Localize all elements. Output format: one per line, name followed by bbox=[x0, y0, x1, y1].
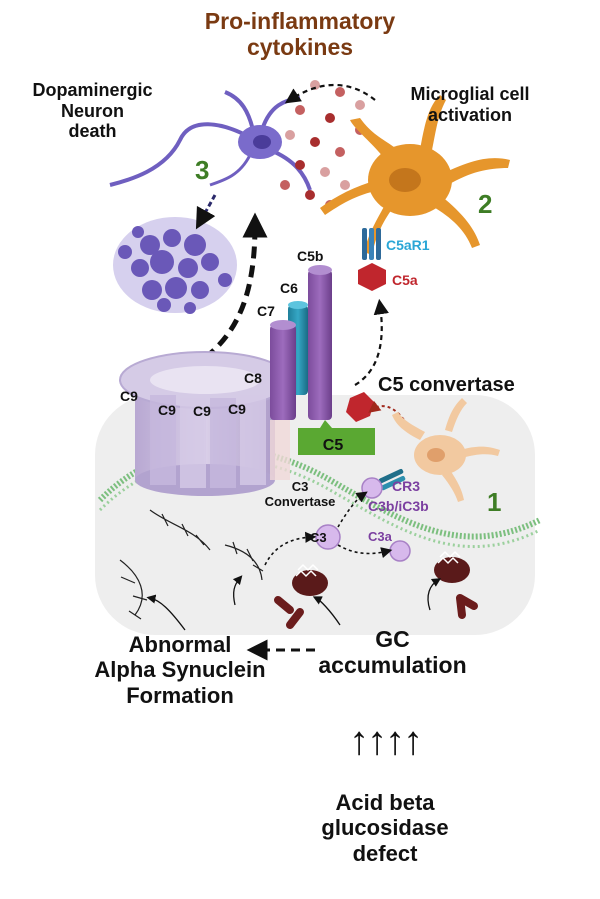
dopaminergic-neuron-icon bbox=[109, 90, 312, 191]
c5ar1-receptor-icon bbox=[362, 228, 381, 260]
c3a-label: C3a bbox=[368, 529, 393, 544]
step-three: 3 bbox=[195, 155, 210, 185]
arrow-c3-to-c3a bbox=[337, 544, 393, 559]
arrow-convertase-to-c5a bbox=[354, 298, 389, 386]
arrow-gc-to-lipid-2 bbox=[312, 596, 341, 626]
c5-convertase-hexagon-icon bbox=[346, 392, 374, 422]
c3b-label: C3b/iC3b bbox=[368, 498, 429, 514]
step-one: 1 bbox=[487, 487, 502, 517]
mac-pore-icon bbox=[119, 351, 291, 496]
c5-molecule-icon bbox=[298, 420, 375, 455]
label-c6: C6 bbox=[280, 280, 298, 296]
label-c9-4: C9 bbox=[228, 401, 246, 417]
cytokine-particles bbox=[280, 80, 365, 210]
arrow-gc-to-fibrils-1 bbox=[146, 594, 186, 631]
alpha-synuclein-fibrils-icon bbox=[119, 509, 264, 620]
arrow-mac-to-neuron bbox=[203, 212, 268, 360]
arrow-neuron-to-debris bbox=[195, 194, 217, 230]
label-c9-3: C9 bbox=[193, 403, 211, 419]
arrow-gc-to-lipid bbox=[427, 578, 442, 611]
c5-label: C5 bbox=[323, 437, 344, 454]
label-c5-convertase: C5 convertase bbox=[378, 374, 515, 396]
c5ar1-label: C5aR1 bbox=[386, 237, 430, 253]
c5a-molecule-icon bbox=[358, 263, 386, 291]
glucosylceramide-icon-2 bbox=[434, 550, 478, 619]
step-two: 2 bbox=[478, 189, 493, 219]
c5b-c8-complex-icon bbox=[270, 265, 332, 480]
c5a-label: C5a bbox=[392, 272, 418, 288]
c3a-molecule-icon bbox=[389, 540, 411, 562]
label-c5b: C5b bbox=[297, 248, 324, 264]
neuron-debris-icon bbox=[113, 217, 237, 314]
glucosylceramide-icon-1 bbox=[274, 563, 328, 629]
label-c9-1: C9 bbox=[120, 388, 138, 404]
label-c9-2: C9 bbox=[158, 402, 176, 418]
arrow-cytokines-to-neuron bbox=[284, 83, 376, 104]
cr3-label: CR3 bbox=[392, 478, 420, 494]
cr3-receptor-icon bbox=[378, 468, 406, 491]
arrows-up-icon: ↑↑↑↑ bbox=[349, 719, 423, 763]
label-c7: C7 bbox=[257, 303, 275, 319]
c3-label: C3 bbox=[310, 530, 327, 545]
microglia-resting-icon bbox=[392, 398, 500, 502]
label-c8: C8 bbox=[244, 370, 262, 386]
arrow-gc-to-fibrils-2 bbox=[232, 575, 243, 606]
microglia-icon bbox=[320, 95, 510, 255]
c3b-molecule-icon bbox=[361, 477, 383, 499]
